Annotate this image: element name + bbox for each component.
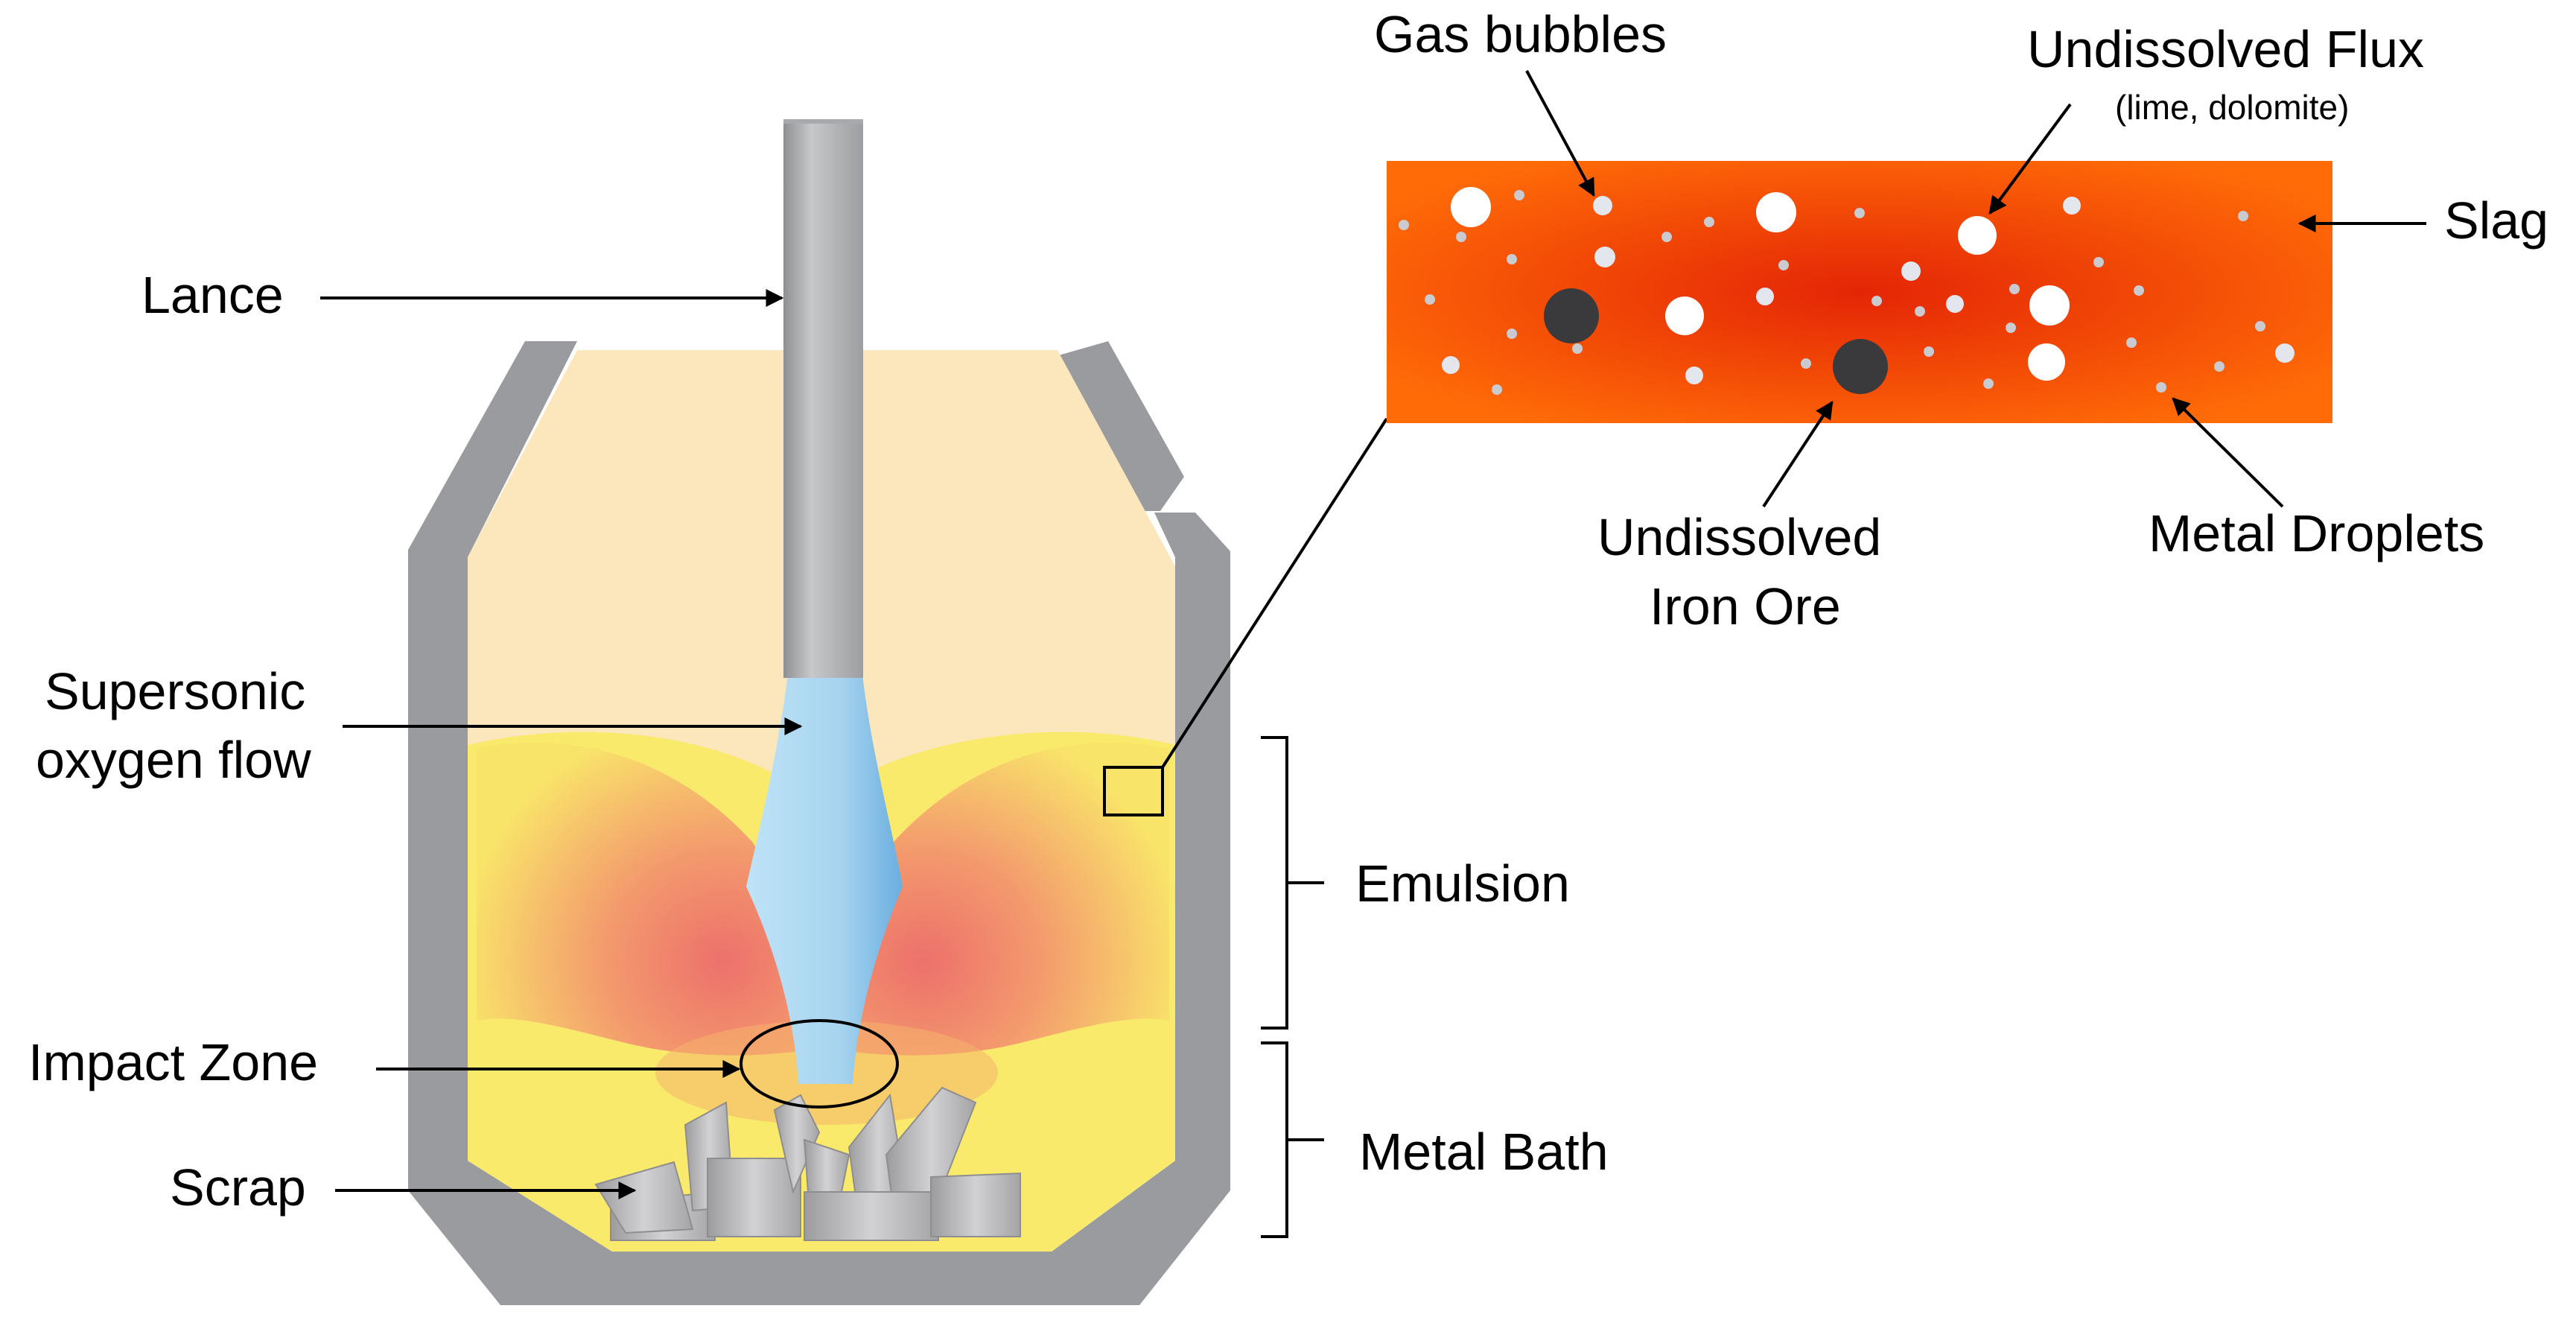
diagram-labels: Lance Supersonic oxygen flow Impact Zone… (28, 5, 2548, 1217)
metal-droplet (1801, 358, 1811, 369)
emulsion-bracket (1261, 736, 1324, 1030)
oxygen-label-line2: oxygen flow (36, 731, 311, 789)
metal-droplet (2006, 323, 2016, 333)
metal-droplet (2093, 257, 2104, 267)
metal-droplet (1778, 260, 1789, 270)
lance-cap (783, 119, 863, 124)
emulsion-plume-left (477, 742, 804, 1056)
flux-arrow (1988, 103, 2072, 215)
lance (783, 121, 863, 678)
metal-droplet (1854, 208, 1865, 218)
vessel-top-right-wall (1056, 341, 1184, 511)
gas-bubbles-arrow (1525, 70, 1595, 197)
metal-droplet (1661, 232, 1672, 242)
flux-particle (2028, 343, 2065, 381)
flux-particle (1665, 296, 1704, 335)
metal-droplet (2238, 211, 2248, 221)
emulsion-plume-right (842, 742, 1169, 1056)
metal-droplet (1399, 220, 1409, 230)
iron-ore-arrow (1762, 400, 1834, 508)
gas-bubble (1946, 295, 1964, 313)
gas-bubble (2275, 343, 2294, 363)
vessel-wall (408, 341, 1230, 1305)
gas-bubble (1593, 196, 1612, 215)
flux-particle (1451, 187, 1491, 227)
metal-droplet (1507, 254, 1517, 264)
iron-ore-particle (1544, 288, 1599, 343)
metal-droplet (1704, 217, 1714, 227)
gas-bubble (1756, 288, 1774, 305)
metal-droplets-arrow (2172, 397, 2284, 508)
scrap-label: Scrap (170, 1158, 306, 1217)
impact-zone-label: Impact Zone (28, 1033, 318, 1091)
metal-droplet (1492, 384, 1502, 395)
flux-particle (2029, 285, 2070, 326)
gas-bubbles-label: Gas bubbles (1374, 5, 1667, 63)
emulsion-label: Emulsion (1355, 854, 1570, 913)
slag-particles (1399, 187, 2294, 395)
metal-droplet (1507, 329, 1517, 339)
flux-particle (1756, 192, 1796, 232)
metal-droplet (1572, 343, 1583, 354)
metal-droplets-label: Metal Droplets (2149, 504, 2484, 562)
gas-bubble (1685, 367, 1703, 384)
metal-droplet (1514, 190, 1524, 200)
metal-droplet (1915, 306, 1925, 317)
metal-droplet (1425, 294, 1435, 305)
iron-ore-label-line2: Iron Ore (1650, 577, 1841, 635)
flux-title-label: Undissolved Flux (2027, 20, 2424, 78)
metal-droplet (1871, 296, 1882, 306)
metal-droplet (2009, 284, 2020, 294)
gas-bubble (1901, 261, 1921, 281)
flux-particle (1958, 216, 1997, 255)
metal-bath-label: Metal Bath (1359, 1123, 1609, 1181)
metal-droplet (2255, 321, 2265, 332)
metal-droplet (1983, 378, 1994, 389)
metal-droplet (2134, 285, 2144, 296)
impact-zone-outline (740, 1019, 899, 1108)
metal-droplet (1924, 346, 1934, 357)
iron-ore-particle (1833, 339, 1888, 394)
iron-ore-label-line1: Undissolved (1597, 508, 1881, 566)
converter-vessel (408, 119, 1230, 1305)
emulsion-sample-box (1103, 766, 1164, 816)
oxygen-label-line1: Supersonic (45, 662, 305, 720)
flux-sub-label: (lime, dolomite) (2115, 88, 2349, 127)
slag-label: Slag (2444, 191, 2548, 250)
gas-bubble (1594, 247, 1615, 267)
zoom-connector-line (1161, 417, 1388, 769)
scrap-pile (594, 1086, 1021, 1241)
gas-bubble (2063, 197, 2081, 215)
metal-droplet (2126, 337, 2137, 348)
leader-arrows (320, 70, 2426, 1199)
metal-droplet (1456, 232, 1466, 242)
lance-label: Lance (141, 266, 284, 324)
metal-droplet (2214, 361, 2224, 372)
slag-detail-panel (1387, 161, 2332, 423)
gas-bubble (1442, 356, 1460, 374)
oxygen-jet (746, 674, 903, 1084)
metal-droplet (2156, 382, 2166, 393)
metal-bath-bracket (1261, 1041, 1324, 1238)
